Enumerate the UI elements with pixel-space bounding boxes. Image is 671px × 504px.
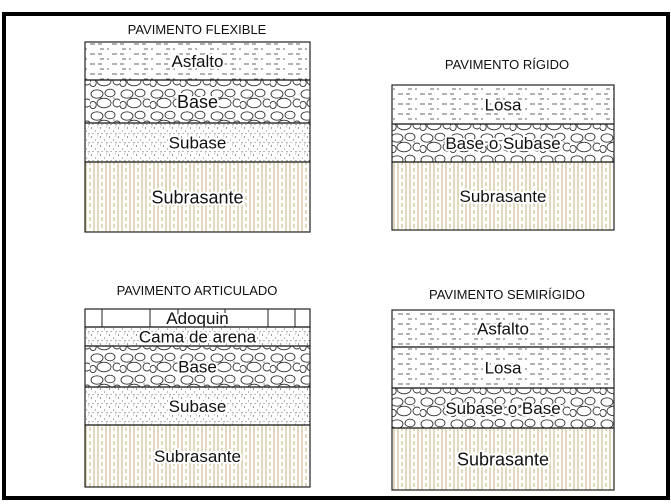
- layer-losa-band: [391, 84, 615, 125]
- layer-subase-band: [84, 386, 311, 426]
- layer-subase-label: Subase: [169, 133, 227, 152]
- layer-subrasante-label-halo: Subrasante: [154, 447, 241, 466]
- layer-subrasante-band: [391, 427, 615, 491]
- layer-subrasante-label: Subrasante: [151, 187, 243, 207]
- layer-subase-o-base-label: Subase o Base: [445, 399, 560, 418]
- layer-asfalto-label: Asfalto: [172, 52, 224, 71]
- layer-base-label: Base: [177, 92, 218, 112]
- layer-base-label: Base: [178, 357, 217, 376]
- panel-title-semirigid: PAVIMENTO SEMIRÍGIDO: [429, 287, 585, 302]
- layer-losa-label-halo: Losa: [485, 358, 522, 377]
- layer-subase-o-base-label-halo: Subase o Base: [445, 399, 560, 418]
- layer-subrasante-label: Subrasante: [154, 447, 241, 466]
- layer-subrasante-band: [84, 161, 311, 233]
- layer-losa-band: [391, 346, 615, 389]
- panel-flexible: AsfaltoAsfaltoBaseBaseSubaseSubaseSubras…: [84, 41, 311, 233]
- layer-base-o-subase-band: [391, 123, 615, 163]
- layer-subase-label-halo: Subase: [169, 133, 227, 152]
- layer-subrasante-band: [391, 161, 615, 231]
- layer-asfalto-band: [84, 41, 311, 81]
- layer-base-label-halo: Base: [177, 92, 218, 112]
- layer-asfalto-band: [391, 309, 615, 348]
- layer-base-o-subase-label: Base o Subase: [445, 134, 560, 153]
- layer-losa-label-halo: Losa: [485, 95, 522, 114]
- layer-subrasante-label-halo: Subrasante: [457, 449, 549, 469]
- layer-cama-de-arena-label-halo: Cama de arena: [139, 327, 257, 346]
- panel-title-articulated: PAVIMENTO ARTICULADO: [117, 283, 278, 298]
- layer-subase-label-halo: Subase: [169, 397, 227, 416]
- layer-subrasante-label: Subrasante: [457, 449, 549, 469]
- panel-title-rigid: PAVIMENTO RÍGIDO: [445, 57, 569, 72]
- layer-subrasante-band: [84, 424, 311, 488]
- layer-losa-label: Losa: [485, 358, 522, 377]
- layer-subrasante-label: Subrasante: [460, 187, 547, 206]
- layer-asfalto-label-halo: Asfalto: [477, 319, 529, 338]
- layer-asfalto-label-halo: Asfalto: [172, 52, 224, 71]
- layer-cama-de-arena-label: Cama de arena: [139, 327, 257, 346]
- layer-asfalto-label: Asfalto: [477, 319, 529, 338]
- layer-subase-label: Subase: [169, 397, 227, 416]
- layer-losa-label: Losa: [485, 95, 522, 114]
- layer-subrasante-label-halo: Subrasante: [151, 187, 243, 207]
- layer-adoquin-label: Adoquin: [166, 309, 228, 328]
- layer-base-label-halo: Base: [178, 357, 217, 376]
- layer-subrasante-label-halo: Subrasante: [460, 187, 547, 206]
- layer-subase-band: [84, 122, 311, 163]
- layer-adoquin-label-halo: Adoquin: [166, 309, 228, 328]
- layer-base-o-subase-label-halo: Base o Subase: [445, 134, 560, 153]
- panel-title-flexible: PAVIMENTO FLEXIBLE: [128, 22, 267, 37]
- layer-subase-o-base-band: [391, 387, 615, 429]
- layer-base-band: [84, 79, 311, 124]
